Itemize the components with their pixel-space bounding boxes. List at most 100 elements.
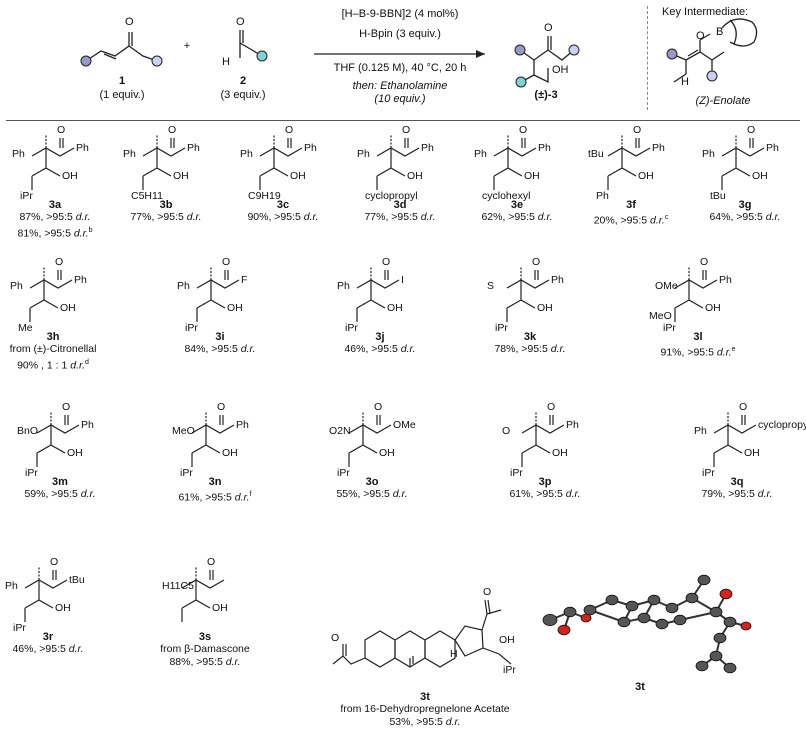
aldol-skeleton-svg — [721, 134, 765, 190]
aldol-skeleton-svg — [493, 134, 537, 190]
hydroxyl-group: OH — [67, 447, 83, 459]
compound-label: 3b — [159, 199, 173, 211]
hydroxyl-group: OH — [524, 170, 540, 182]
ring-hydrogen: H — [450, 648, 458, 660]
substituent-r1: H11C5 — [162, 580, 194, 592]
compound-label: 3f — [626, 199, 636, 211]
substituent-r1: O — [502, 425, 511, 437]
carbonyl-oxygen: O — [222, 256, 231, 268]
yield-dr: 61%, >95:5 d.r.f — [178, 491, 252, 504]
yield-dr: 84%, >95:5 d.r. — [184, 343, 256, 355]
hydroxyl-group: OH — [638, 170, 654, 182]
yield-dr: 90%, >95:5 d.r. — [247, 211, 319, 223]
aldol-skeleton-svg — [376, 134, 420, 190]
substituent-r1: Ph — [702, 148, 715, 160]
scheme-divider — [647, 6, 648, 110]
substituent-r2: OMe — [393, 419, 416, 431]
carbonyl-oxygen: O — [168, 124, 177, 136]
hydroxyl-group: OH — [212, 602, 228, 614]
substituent-r3: iPr — [185, 322, 198, 334]
atom-ellipsoid — [557, 624, 571, 636]
atom-ellipsoid — [685, 592, 699, 604]
product-carbonyl-O: O — [544, 22, 553, 34]
atom-ellipsoid — [719, 588, 733, 600]
aldol-skeleton-svg — [29, 266, 73, 322]
product-OH: OH — [552, 64, 569, 76]
substituent-r3: iPr — [702, 467, 715, 479]
compound-label: 3e — [510, 199, 524, 211]
substituent-r2: I — [401, 274, 404, 286]
atom-ellipsoid — [542, 614, 558, 627]
hydroxyl-group: OH — [55, 602, 71, 614]
reactant2-carbonyl-O: O — [236, 16, 245, 28]
key-intermediate-H: H — [681, 76, 689, 88]
yield-dr: 79%, >95:5 d.r. — [701, 488, 773, 500]
hydroxyl-group: OH — [387, 302, 403, 314]
section-divider — [6, 120, 800, 121]
compound-label: 3p — [538, 476, 552, 488]
atom-ellipsoid — [580, 613, 592, 623]
xray-structure-svg — [542, 574, 752, 674]
compound-label: 3k — [523, 331, 537, 343]
aldol-skeleton-svg — [506, 266, 550, 322]
hydroxyl-group: OH — [407, 170, 423, 182]
atom-ellipsoid — [695, 660, 709, 672]
substituent-r3: iPr — [20, 190, 33, 202]
substituent-r3: iPr — [510, 467, 523, 479]
compound-3t-xray: 3t — [520, 560, 760, 693]
compound-label: 3a — [48, 199, 62, 211]
substituent-r1: BnO — [17, 425, 39, 437]
substituent-r2: Ph — [719, 274, 732, 286]
substituent-r3: tBu — [710, 190, 726, 202]
aldol-skeleton-svg — [521, 411, 565, 467]
hydroxyl-group: OH — [379, 447, 395, 459]
product-label: (±)-3 — [534, 89, 558, 101]
aldol-skeleton-svg — [356, 266, 400, 322]
compound-label: 3t — [635, 681, 645, 693]
reactant1-carbonyl-O: O — [125, 16, 134, 28]
atom-ellipsoid — [723, 662, 737, 674]
compound-label: 3r — [42, 631, 54, 643]
atom-ellipsoid — [713, 632, 727, 644]
substituent-r1: tBu — [588, 148, 604, 160]
yield-dr-alt: 81%, >95:5 d.r.b — [17, 227, 93, 240]
hydroxyl-group: OH — [752, 170, 768, 182]
aldol-skeleton-svg — [348, 411, 392, 467]
compound-label: 3s — [198, 631, 212, 643]
substituent-r2: Ph — [304, 142, 317, 154]
carbonyl-oxygen: O — [402, 124, 411, 136]
substituent-r3: cyclohexyl — [482, 190, 531, 202]
yield-dr: 46%, >95:5 d.r. — [12, 643, 84, 655]
reductant-text: H-Bpin (3 equiv.) — [359, 28, 441, 40]
aldol-skeleton-svg — [259, 134, 303, 190]
key-intermediate-boron: B — [716, 26, 724, 38]
substituent-r1: S — [487, 280, 495, 292]
catalyst-text: [H–B-9-BBN]2 (4 mol%) — [341, 8, 459, 20]
yield-dr: 91%, >95:5 d.r.e — [660, 346, 736, 359]
hydroxyl-group: OH — [552, 447, 568, 459]
atom-ellipsoid — [697, 574, 711, 586]
source-note: from 16-Dehydropregnelone Acetate — [340, 703, 510, 715]
substituent-r2: cyclopropyl — [758, 419, 806, 431]
substituent-r1b: MeO — [649, 310, 672, 322]
atom-ellipsoid — [709, 650, 723, 662]
atom-ellipsoid — [583, 604, 597, 616]
aldol-skeleton-svg — [607, 134, 651, 190]
hydroxyl-group: OH — [227, 302, 243, 314]
substituent-ipr: iPr — [503, 664, 516, 676]
quench-text: then: Ethanolamine — [352, 80, 448, 92]
yield-dr: 88%, >95:5 d.r. — [169, 656, 241, 668]
ketone-oxygen: O — [483, 586, 492, 598]
source-note: from β-Damascone — [160, 643, 250, 655]
reactant1-label: 1 — [118, 75, 126, 87]
substituent-r2: Ph — [766, 142, 779, 154]
atom-ellipsoid — [637, 612, 651, 624]
carbonyl-oxygen: O — [700, 256, 709, 268]
